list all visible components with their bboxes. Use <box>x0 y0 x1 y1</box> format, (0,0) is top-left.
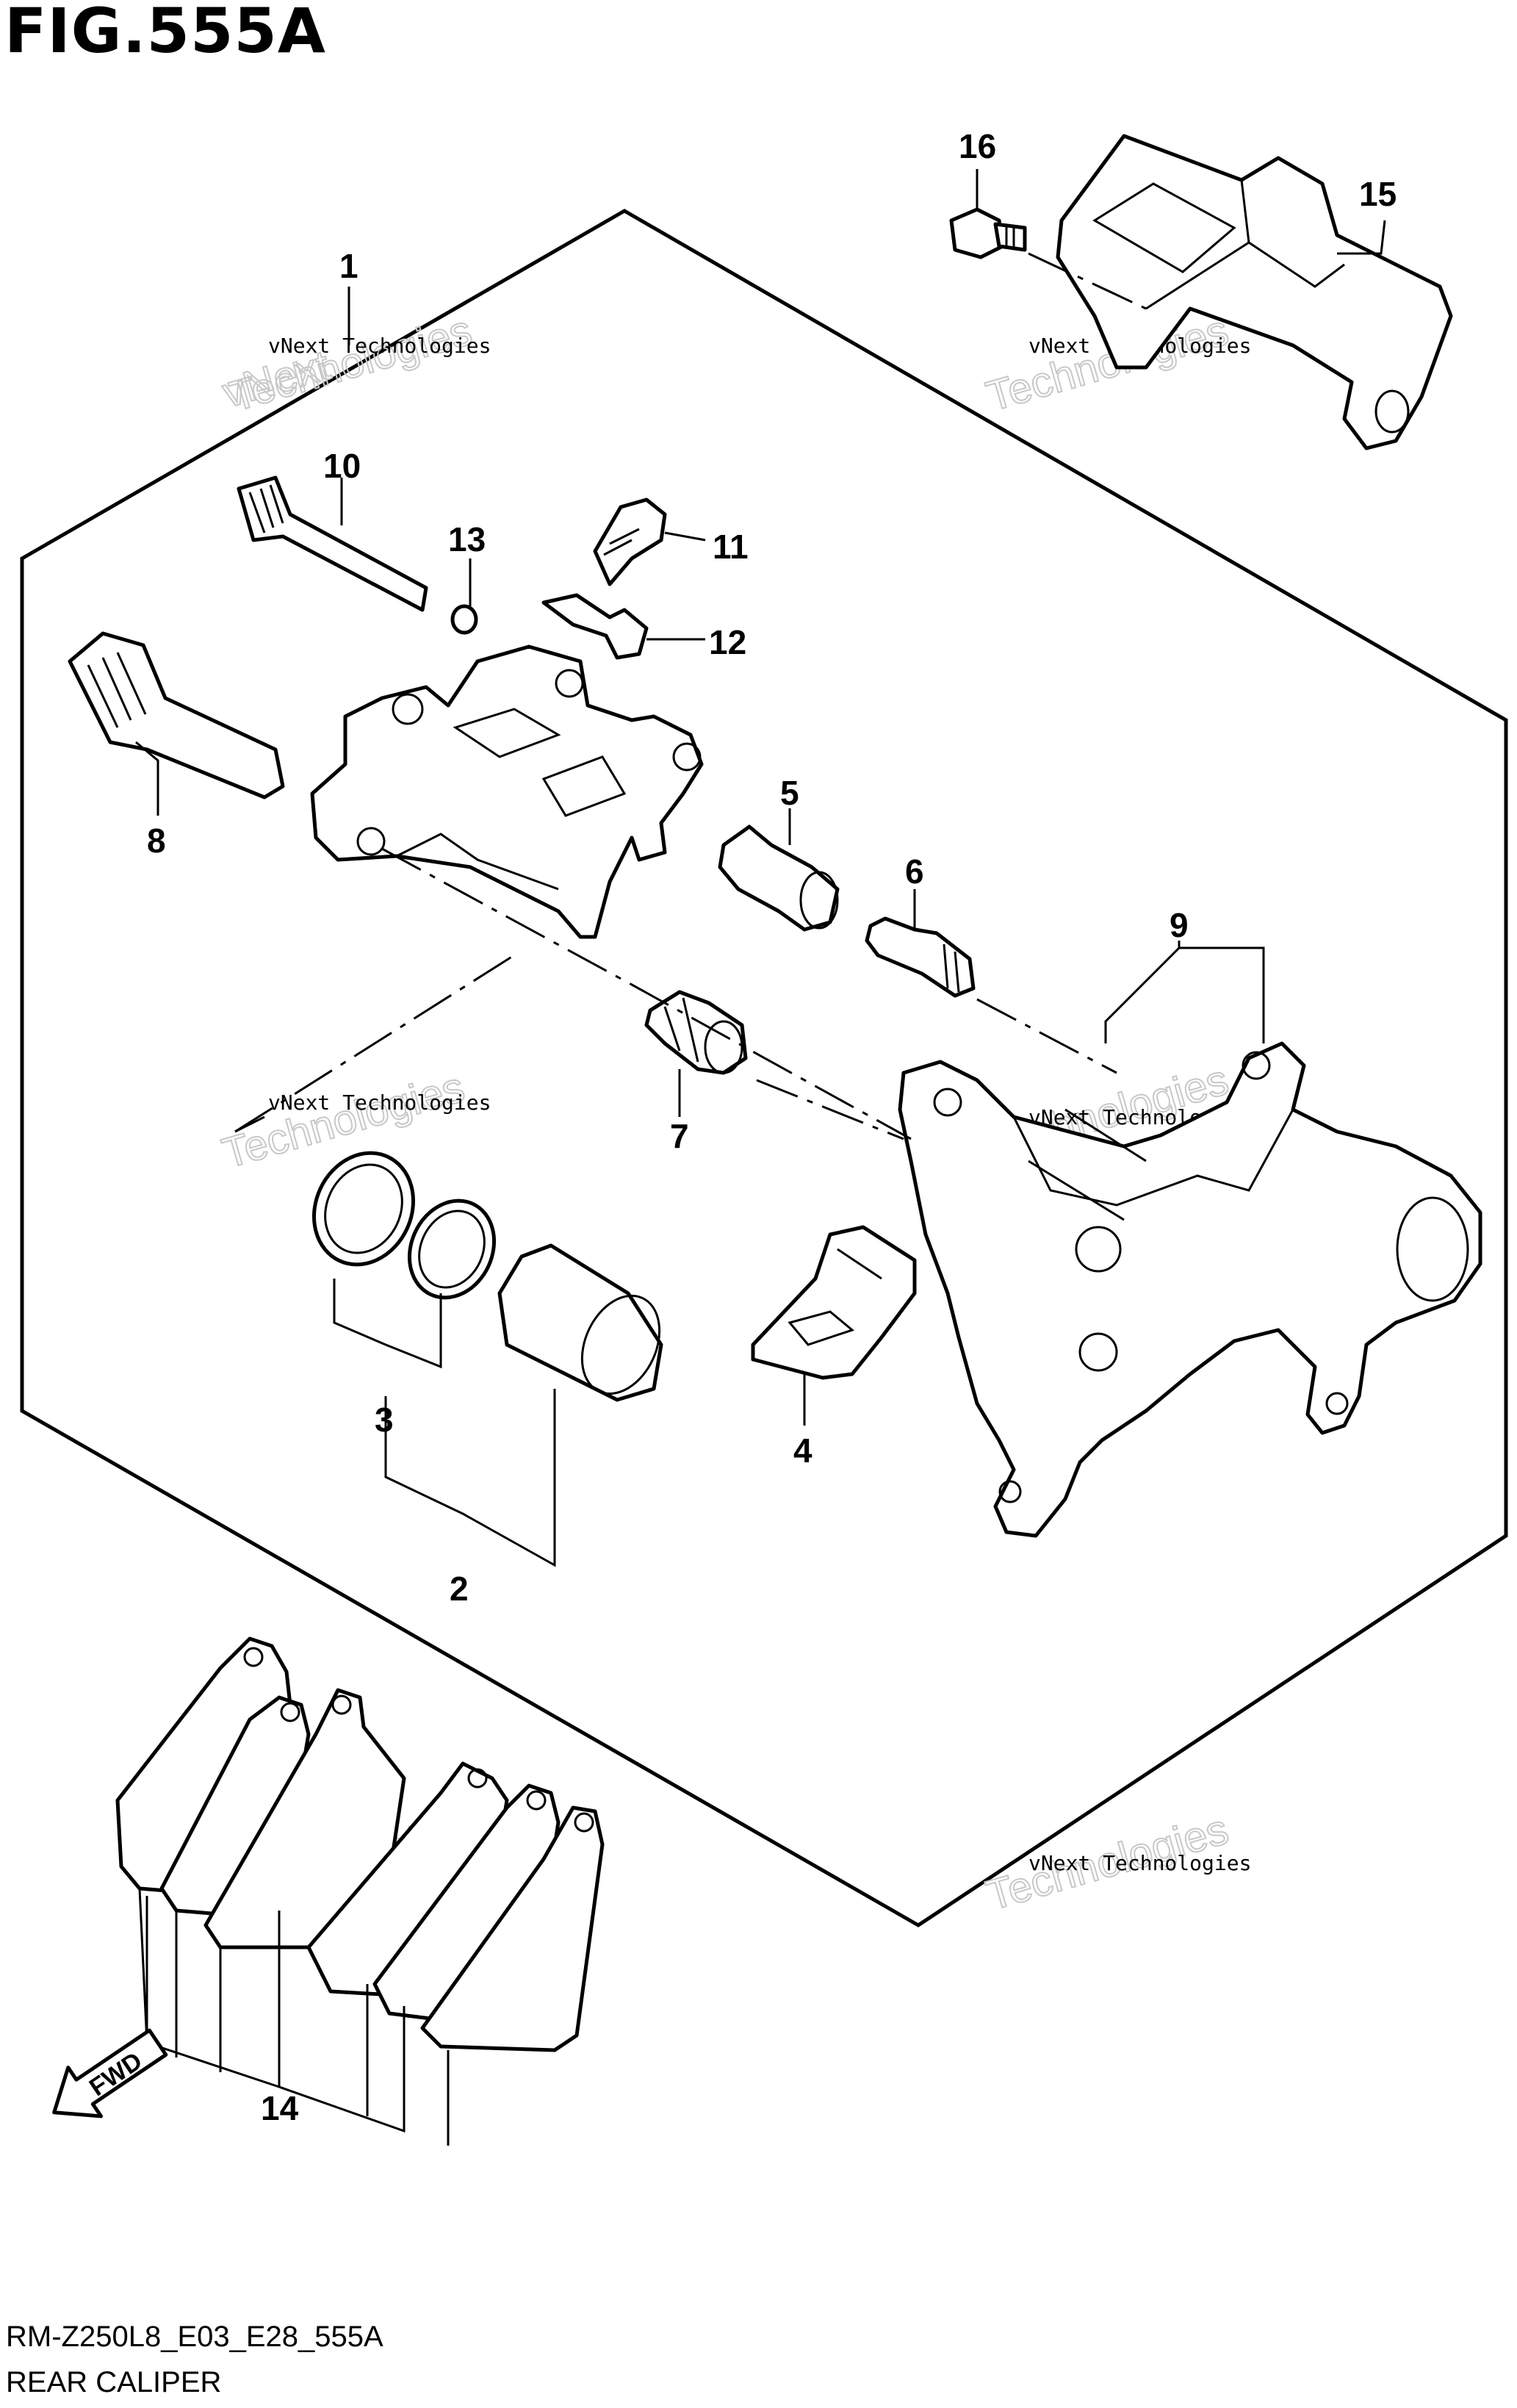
diagram-code: RM-Z250L8_E03_E28_555A <box>6 2321 383 2353</box>
callout-4: 4 <box>793 1431 812 1470</box>
callout-8: 8 <box>147 822 166 860</box>
svg-text:vNext Technologies: vNext Technologies <box>268 334 491 358</box>
svg-text:vNext Technologies: vNext Technologies <box>268 1090 491 1115</box>
callout-labels: 1 16 15 10 13 11 12 8 5 6 9 7 3 4 2 14 <box>147 127 1397 2127</box>
figure-title: FIG.555A <box>4 0 326 67</box>
assembly-boundary <box>20 209 1508 1927</box>
part-6-pin <box>865 916 976 998</box>
part-4-pad-spring <box>751 1225 917 1380</box>
part-12-cap <box>541 593 649 660</box>
part-9-caliper-bracket <box>898 1041 1482 1538</box>
part-16-bolt <box>949 207 1027 259</box>
callout-7: 7 <box>670 1117 689 1155</box>
callout-11: 11 <box>713 528 749 566</box>
axis-line-lower <box>234 954 515 1133</box>
part-2-piston <box>497 1243 663 1402</box>
axis-line-pin <box>976 998 1117 1074</box>
callout-14: 14 <box>261 2089 299 2127</box>
watermark-lower-right: Technologies vNext Technologies <box>981 1805 1252 1921</box>
part-7-boot <box>644 990 748 1075</box>
caliper-body <box>310 644 704 939</box>
fwd-arrow-icon: FWD <box>52 2028 168 2118</box>
part-8-pin-bolt <box>68 631 285 799</box>
part-3-seals <box>311 1151 497 1300</box>
part-11-bleeder <box>593 497 667 586</box>
part-14-brake-pads <box>115 1636 605 2052</box>
callout-1: 1 <box>339 247 358 285</box>
callout-9: 9 <box>1170 906 1189 944</box>
callout-5: 5 <box>780 774 799 812</box>
part-10-pin <box>237 475 428 612</box>
callout-6: 6 <box>905 852 924 891</box>
axis-line-mid <box>756 1079 904 1140</box>
part-5-sleeve <box>718 824 840 932</box>
watermark-upper-left: vNext Technologies vNext Technologies <box>217 306 491 422</box>
callout-12: 12 <box>709 623 746 661</box>
axis-line-upper <box>381 847 912 1140</box>
part-13-o-ring <box>450 604 478 635</box>
callout-15: 15 <box>1359 175 1397 213</box>
callout-16: 16 <box>959 127 996 165</box>
callout-10: 10 <box>323 447 361 485</box>
diagram-name: REAR CALIPER <box>6 2366 222 2398</box>
axis-line-16 <box>1028 252 1147 310</box>
part-15-bracket <box>1056 134 1453 450</box>
callout-13: 13 <box>448 520 486 558</box>
callout-2: 2 <box>450 1570 469 1608</box>
svg-text:vNext Technologies: vNext Technologies <box>1028 1851 1251 1875</box>
leader-fragment <box>234 1115 265 1133</box>
callout-3: 3 <box>375 1401 394 1439</box>
svg-text:Technologies: Technologies <box>225 306 477 421</box>
